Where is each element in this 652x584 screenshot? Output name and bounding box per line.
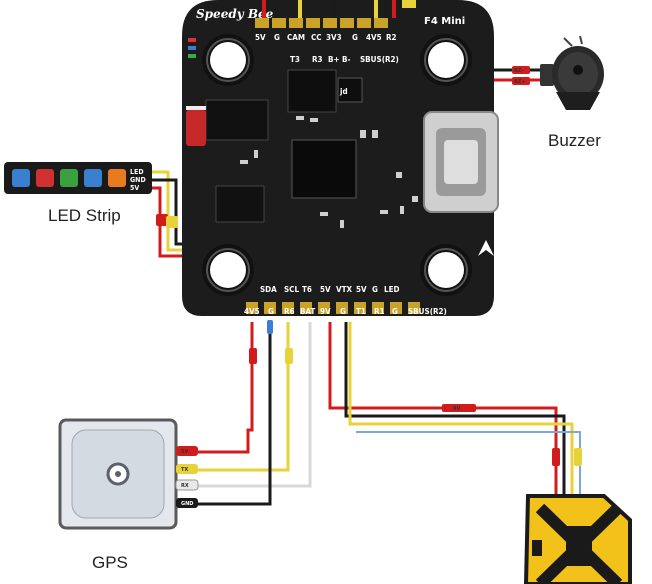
buzzer-icon [540, 35, 604, 110]
bottom-sub-pin-bat: BAT [300, 307, 315, 316]
vtx-module [523, 494, 632, 584]
top-pin-g: G [274, 33, 280, 42]
top-pin-5v: 5V [255, 33, 266, 42]
flight-controller-board [182, 0, 499, 316]
gps-wire-label-rx: RX [181, 483, 189, 489]
vtx-wire-label-9v: 9V [453, 406, 460, 412]
led-strip-pin-led: LED [130, 168, 144, 176]
bottom-sub-pin-r1: R1 [374, 307, 385, 316]
bottom-sub-pin-9v: 9V [320, 307, 331, 316]
board-brand: Speedy Bee [196, 7, 274, 21]
bottom-pin-t6: T6 [302, 285, 312, 294]
led-strip [4, 162, 152, 194]
gps-wire-label-5v: 5V [181, 449, 188, 455]
bottom-sub-pin-t1: T1 [356, 307, 366, 316]
bottom-pin-5v: 5V [320, 285, 331, 294]
bottom-pin-scl: SCL [284, 285, 299, 294]
bottom-sub-pin-sbus: SBUS(R2) [408, 307, 447, 316]
top-pin-g2: G [352, 33, 358, 42]
top-sub-pin-bminus: B- [342, 55, 350, 64]
top-sub-pin-sbus: SBUS(R2) [360, 55, 399, 64]
vtx-wires [328, 322, 582, 496]
buzzer-wire-label-pos: BZ+ [514, 79, 526, 85]
board-model: F4 Mini [424, 16, 465, 27]
board-chip-label: jd [339, 87, 348, 96]
bottom-sub-pin-g2: G [340, 307, 346, 316]
top-pin-3v3: 3V3 [326, 33, 342, 42]
gps-wire-tags [175, 446, 199, 508]
bottom-pin-sda: SDA [260, 285, 277, 294]
gps-wire-label-tx: TX [181, 467, 188, 473]
top-sub-pin-t3: T3 [290, 55, 300, 64]
top-pin-4v5: 4V5 [366, 33, 382, 42]
gps-wire-label-gnd: GND [181, 501, 193, 507]
gps-label: GPS [92, 553, 128, 572]
top-sub-pin-r3: R3 [312, 55, 323, 64]
bottom-pin-5v2: 5V [356, 285, 367, 294]
bottom-sub-pin-g: G [268, 307, 274, 316]
bottom-sub-pin-r6: R6 [284, 307, 295, 316]
bottom-sub-pin-g3: G [392, 307, 398, 316]
top-pin-cam: CAM [287, 33, 305, 42]
bottom-pin-vtx: VTX [336, 285, 352, 294]
top-pin-r2: R2 [386, 33, 397, 42]
bottom-sub-pin-4v5: 4V5 [244, 307, 260, 316]
gps-module [58, 418, 178, 530]
led-strip-pin-5v: 5V [130, 184, 139, 192]
led-strip-pin-gnd: GND [130, 176, 146, 184]
top-sub-pin-bplus: B+ [328, 55, 340, 64]
buzzer-wire-label-neg: BZ- [514, 68, 523, 74]
bottom-pin-g: G [372, 285, 378, 294]
bottom-pin-led: LED [384, 285, 400, 294]
top-pin-cc: CC [311, 33, 322, 42]
led-strip-label: LED Strip [48, 206, 121, 225]
buzzer-label: Buzzer [548, 131, 601, 150]
gps-wires [196, 320, 312, 506]
top-wire-stubs [262, 0, 416, 18]
